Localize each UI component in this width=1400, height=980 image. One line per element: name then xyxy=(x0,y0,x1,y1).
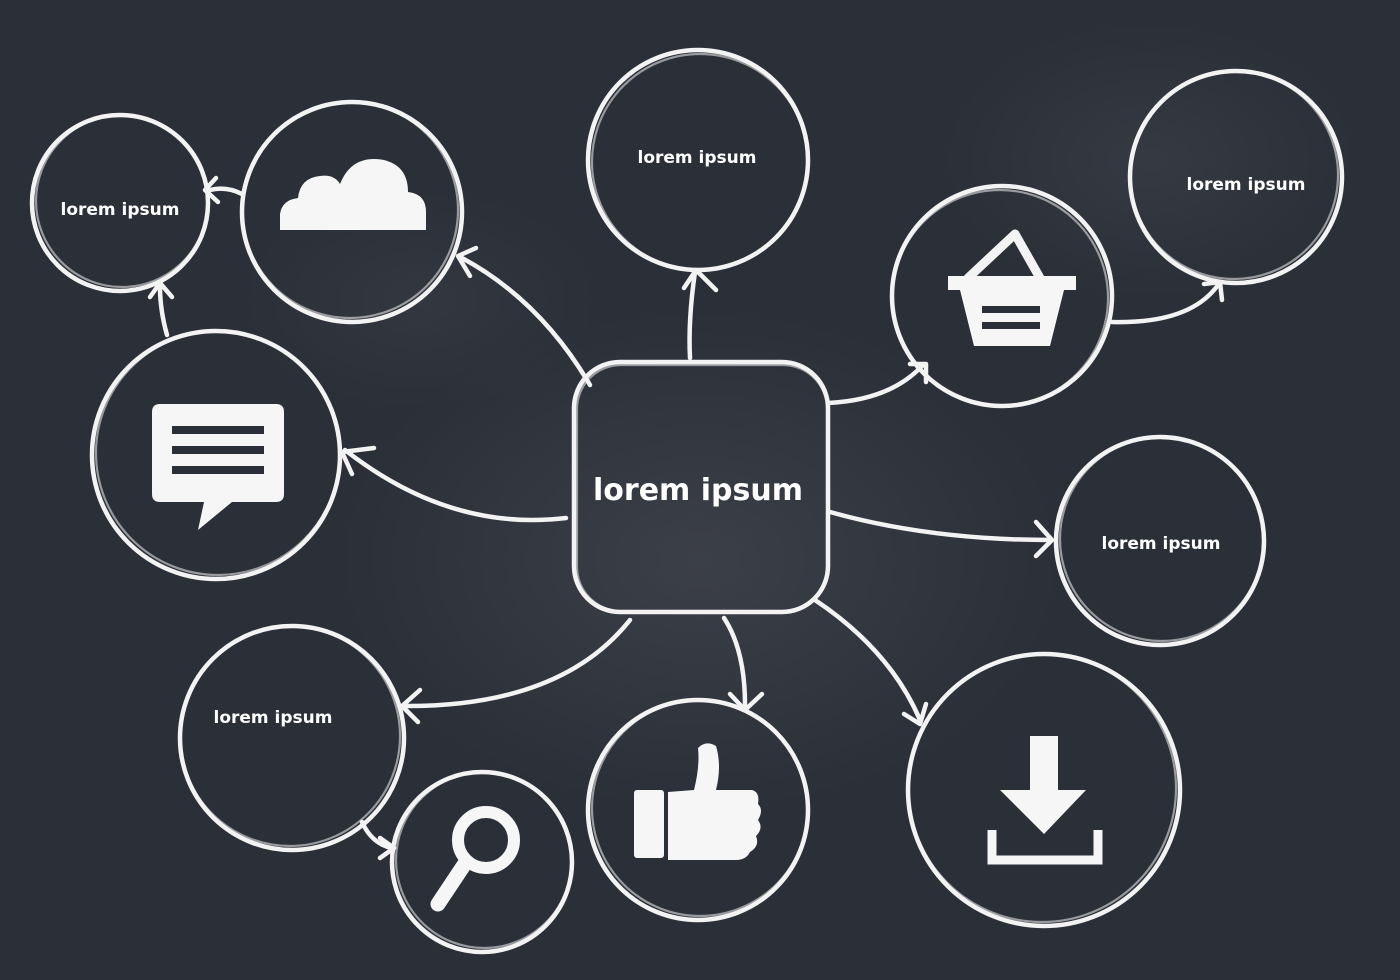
node-search xyxy=(389,769,575,955)
node-download xyxy=(905,651,1183,929)
node-basket xyxy=(889,183,1115,409)
node-chat xyxy=(89,328,343,582)
download-icon xyxy=(987,736,1103,865)
connector-center-cloud xyxy=(459,255,593,388)
connector-chat-topleft xyxy=(157,284,170,338)
label-top: lorem ipsum xyxy=(638,148,757,168)
arrowhead-download xyxy=(901,701,929,727)
label-top-right: lorem ipsum xyxy=(1187,175,1306,195)
connector-cloud-topleft xyxy=(207,186,245,197)
node-top: lorem ipsum xyxy=(585,47,811,273)
connector-center-top xyxy=(687,269,698,361)
label-right: lorem ipsum xyxy=(1102,534,1221,554)
node-top-right: lorem ipsum xyxy=(1127,68,1345,286)
thumbs-up-icon xyxy=(634,743,761,860)
arrowhead-cloud xyxy=(455,245,479,279)
connector-center-download xyxy=(812,597,923,723)
connector-center-basket xyxy=(825,363,925,406)
basket-icon xyxy=(948,229,1076,346)
node-cloud xyxy=(239,99,465,325)
connector-basket-topright xyxy=(1109,282,1221,325)
label-top-left: lorem ipsum xyxy=(61,200,180,220)
connector-center-chat xyxy=(342,447,569,523)
connector-center-right xyxy=(827,509,1053,543)
node-bottom-left: lorem ipsum xyxy=(177,623,407,853)
node-like xyxy=(585,697,811,923)
chat-bubble-icon xyxy=(152,404,284,530)
node-right: lorem ipsum xyxy=(1053,434,1267,648)
label-bottom-left: lorem ipsum xyxy=(214,708,333,728)
center-label: lorem ipsum xyxy=(593,473,803,508)
arrowhead-top xyxy=(681,267,719,293)
arrowhead-bottomleft xyxy=(399,687,423,725)
connector-center-bottomleft xyxy=(397,617,633,709)
magnifier-icon xyxy=(430,806,520,912)
arrowhead-right xyxy=(1033,519,1055,559)
node-center: lorem ipsum xyxy=(571,359,831,615)
node-top-left: lorem ipsum xyxy=(29,112,211,294)
cloud-icon xyxy=(280,159,426,230)
connector-center-like xyxy=(721,615,748,708)
